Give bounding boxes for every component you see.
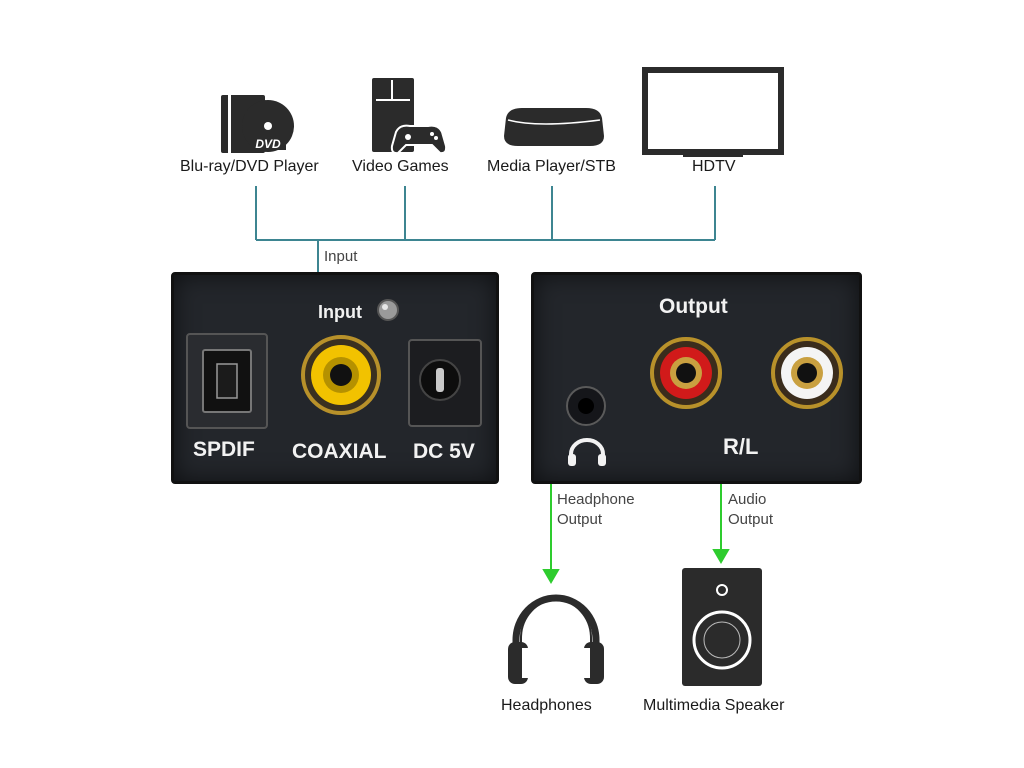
port-label-spdif: SPDIF: [193, 438, 255, 461]
source-label-dvd: Blu-ray/DVD Player: [180, 158, 319, 175]
input-line-label: Input: [324, 248, 358, 265]
audio-output-label-line2: Output: [728, 511, 774, 528]
source-label-media: Media Player/STB: [487, 158, 616, 175]
rca-right-red-port[interactable]: [650, 337, 722, 409]
device-label-headphones: Headphones: [501, 697, 592, 714]
source-label-games: Video Games: [352, 158, 449, 175]
game-console-icon: [372, 78, 448, 155]
device-label-speaker: Multimedia Speaker: [643, 697, 785, 714]
speaker-icon: [682, 568, 762, 686]
rl-label: R/L: [723, 434, 759, 459]
media-player-icon: [504, 108, 604, 146]
arrow-head-headphone: [542, 569, 560, 584]
headphone-output-label: Headphone Output: [557, 490, 635, 530]
source-label-hdtv: HDTV: [692, 158, 736, 175]
arrow-head-audio: [712, 549, 730, 564]
spdif-port[interactable]: [186, 333, 268, 429]
headphone-jack[interactable]: [566, 386, 606, 426]
port-label-coaxial: COAXIAL: [292, 440, 387, 463]
headphone-symbol-icon: [568, 438, 606, 466]
tv-icon: [642, 67, 784, 157]
input-panel-title: Input: [318, 302, 362, 322]
audio-output-label: Audio Output: [728, 490, 773, 530]
dc-power-port[interactable]: [408, 339, 482, 427]
port-label-dc: DC 5V: [413, 440, 475, 463]
headphone-output-label-line2: Output: [557, 511, 603, 528]
headphones-icon: [508, 594, 604, 684]
dvd-logo-text: DVD: [255, 137, 281, 151]
coaxial-port[interactable]: [301, 335, 381, 415]
rca-left-white-port[interactable]: [771, 337, 843, 409]
output-panel-title: Output: [659, 295, 728, 318]
dvd-player-icon: DVD: [221, 95, 294, 153]
audio-output-label-line1: Audio: [728, 491, 767, 508]
headphone-output-label-line1: Headphone: [557, 491, 635, 508]
